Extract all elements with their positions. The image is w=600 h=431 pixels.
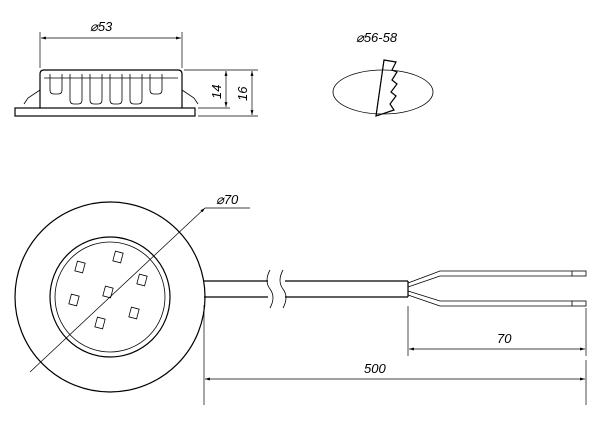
wire-tip-1 bbox=[571, 270, 587, 277]
cable-length-label: 500 bbox=[364, 361, 386, 376]
hole-saw-icon bbox=[375, 59, 398, 117]
led-chip bbox=[102, 285, 114, 299]
side-body bbox=[39, 69, 183, 108]
dim-top-diameter: ⌀70 bbox=[29, 192, 250, 373]
side-view: ⌀53 14 16 bbox=[14, 19, 258, 117]
cutout-ellipse bbox=[332, 69, 434, 115]
led-chip bbox=[112, 250, 124, 264]
side-flange bbox=[14, 107, 196, 117]
dim-wire-length: 70 bbox=[407, 306, 587, 356]
led-chip bbox=[128, 306, 140, 320]
led-chip bbox=[136, 273, 148, 287]
height-outer-label: 16 bbox=[235, 86, 250, 101]
lens-inner bbox=[54, 241, 166, 353]
right-spring-clip bbox=[181, 89, 199, 105]
dim-side-diameter: ⌀53 bbox=[39, 19, 183, 68]
wire-length-label: 70 bbox=[497, 331, 512, 346]
led-chip bbox=[74, 260, 86, 274]
side-diameter-label: ⌀53 bbox=[90, 19, 113, 34]
dim-cable-length: 500 bbox=[203, 305, 587, 405]
led-chip bbox=[68, 293, 80, 307]
wires bbox=[407, 270, 587, 307]
wire-tip-2 bbox=[571, 300, 587, 307]
led-chip bbox=[94, 316, 106, 330]
side-ribs bbox=[44, 74, 178, 105]
dim-heights: 14 16 bbox=[184, 69, 258, 117]
height-inner-label: 14 bbox=[209, 85, 224, 99]
left-spring-clip bbox=[23, 89, 41, 105]
led-chips bbox=[68, 250, 148, 330]
lens-outer bbox=[49, 236, 171, 358]
top-view: ⌀70 70 bbox=[14, 192, 587, 405]
cutout-diameter-label: ⌀56-58 bbox=[356, 30, 398, 45]
top-diameter-label: ⌀70 bbox=[216, 192, 239, 207]
cutout-detail: ⌀56-58 bbox=[332, 30, 434, 117]
cable bbox=[204, 269, 409, 309]
